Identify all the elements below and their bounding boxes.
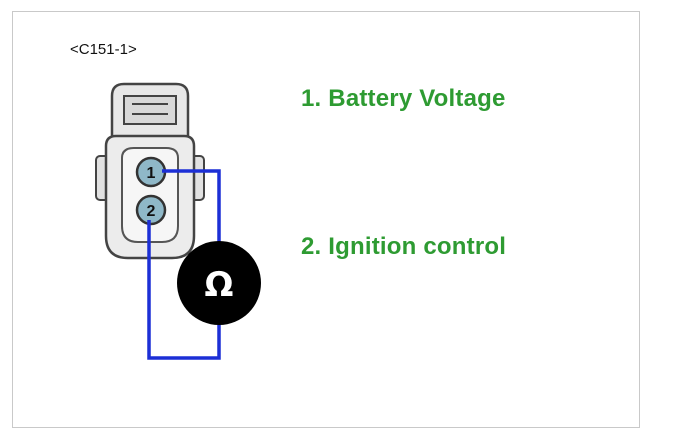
pin-2-description: 2. Ignition control xyxy=(301,233,507,260)
connector-label: <C151-1> xyxy=(70,41,137,58)
wire-pin-2 xyxy=(147,220,182,360)
pin-1-number: 1 xyxy=(147,165,156,182)
ohm-meter: Ω xyxy=(177,241,261,325)
pin-2-number: 2 xyxy=(147,203,156,220)
ohm-icon: Ω xyxy=(205,265,234,305)
pin-1-description: 1. Battery Voltage xyxy=(301,85,506,112)
pin-1: 1 xyxy=(135,156,167,188)
pin-2: 2 xyxy=(135,194,167,226)
